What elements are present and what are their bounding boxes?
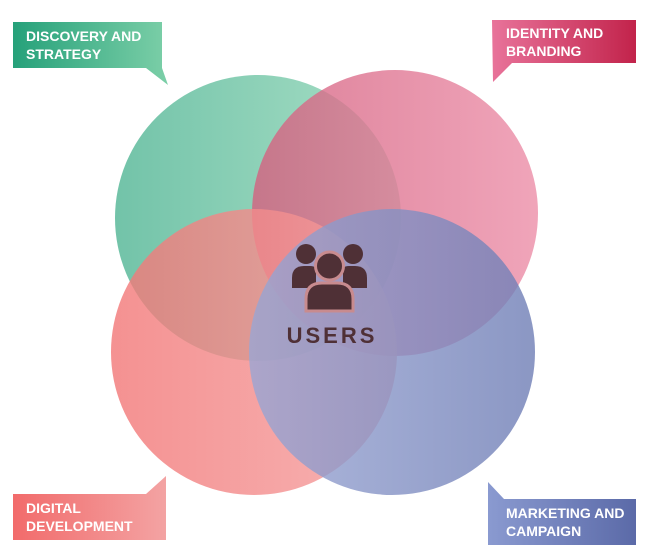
callout-identity-box: [492, 20, 636, 82]
callout-discovery-line1: DISCOVERY AND: [26, 28, 141, 44]
callout-discovery-box: [13, 22, 168, 85]
callout-marketing-box: [488, 482, 636, 545]
callout-discovery: DISCOVERY AND STRATEGY: [13, 22, 168, 85]
users-icon-center-head: [314, 250, 345, 282]
callout-marketing-line2: CAMPAIGN: [506, 523, 581, 539]
users-icon-right-head: [343, 244, 363, 264]
users-icon-left-body: [292, 266, 316, 288]
svg-text:IDENTITY AND BRANDING: IDENTITY AND BRANDING: [506, 25, 607, 59]
callout-identity: IDENTITY AND BRANDING: [492, 20, 636, 82]
callout-digital: DIGITAL DEVELOPMENT: [13, 476, 166, 540]
callout-marketing: MARKETING AND CAMPAIGN: [488, 482, 636, 545]
svg-text:MARKETING AND CAMPAIGN: MARKETING AND CAMPAIGN: [506, 505, 628, 539]
svg-text:DIGITAL DEVELOPMENT: DIGITAL DEVELOPMENT: [26, 500, 133, 534]
users-icon-left-head: [296, 244, 316, 264]
callout-discovery-line2: STRATEGY: [26, 46, 102, 62]
callout-digital-box: [13, 476, 166, 540]
callout-identity-line2: BRANDING: [506, 43, 582, 59]
circle-marketing: [249, 209, 535, 495]
callout-identity-line1: IDENTITY AND: [506, 25, 603, 41]
center-label-users: USERS: [287, 323, 378, 348]
users-icon-right-body: [343, 266, 367, 288]
callout-digital-line1: DIGITAL: [26, 500, 81, 516]
callout-digital-line2: DEVELOPMENT: [26, 518, 133, 534]
users-group-icon: [292, 244, 367, 313]
callout-marketing-line1: MARKETING AND: [506, 505, 624, 521]
users-icon-center-body: [304, 281, 355, 313]
svg-text:DISCOVERY AND STRATEGY: DISCOVERY AND STRATEGY: [26, 28, 145, 62]
